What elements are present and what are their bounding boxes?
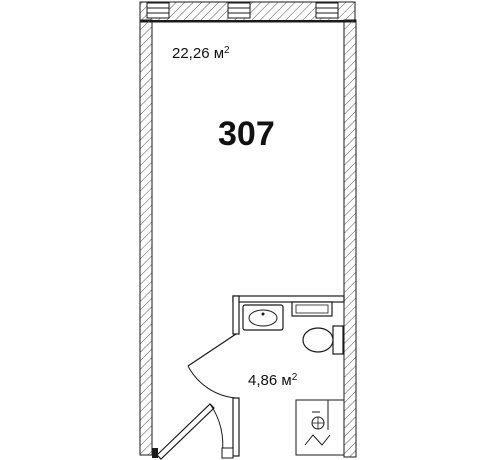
left-wall (139, 19, 153, 456)
sink-icon (242, 304, 284, 331)
right-wall (343, 19, 357, 458)
unit-number: 307 (218, 115, 275, 153)
window-top-center (227, 2, 251, 19)
window-top-left (146, 2, 170, 19)
bathroom-door (187, 333, 237, 399)
main-room-area: 22,26 м2 (172, 45, 230, 63)
shower-icon (295, 399, 345, 456)
toilet-icon (302, 325, 344, 355)
washing-machine-icon (291, 301, 333, 317)
bathroom-area: 4,86 м2 (248, 372, 298, 390)
entrance-door (152, 403, 234, 460)
window-top-right (315, 2, 339, 19)
